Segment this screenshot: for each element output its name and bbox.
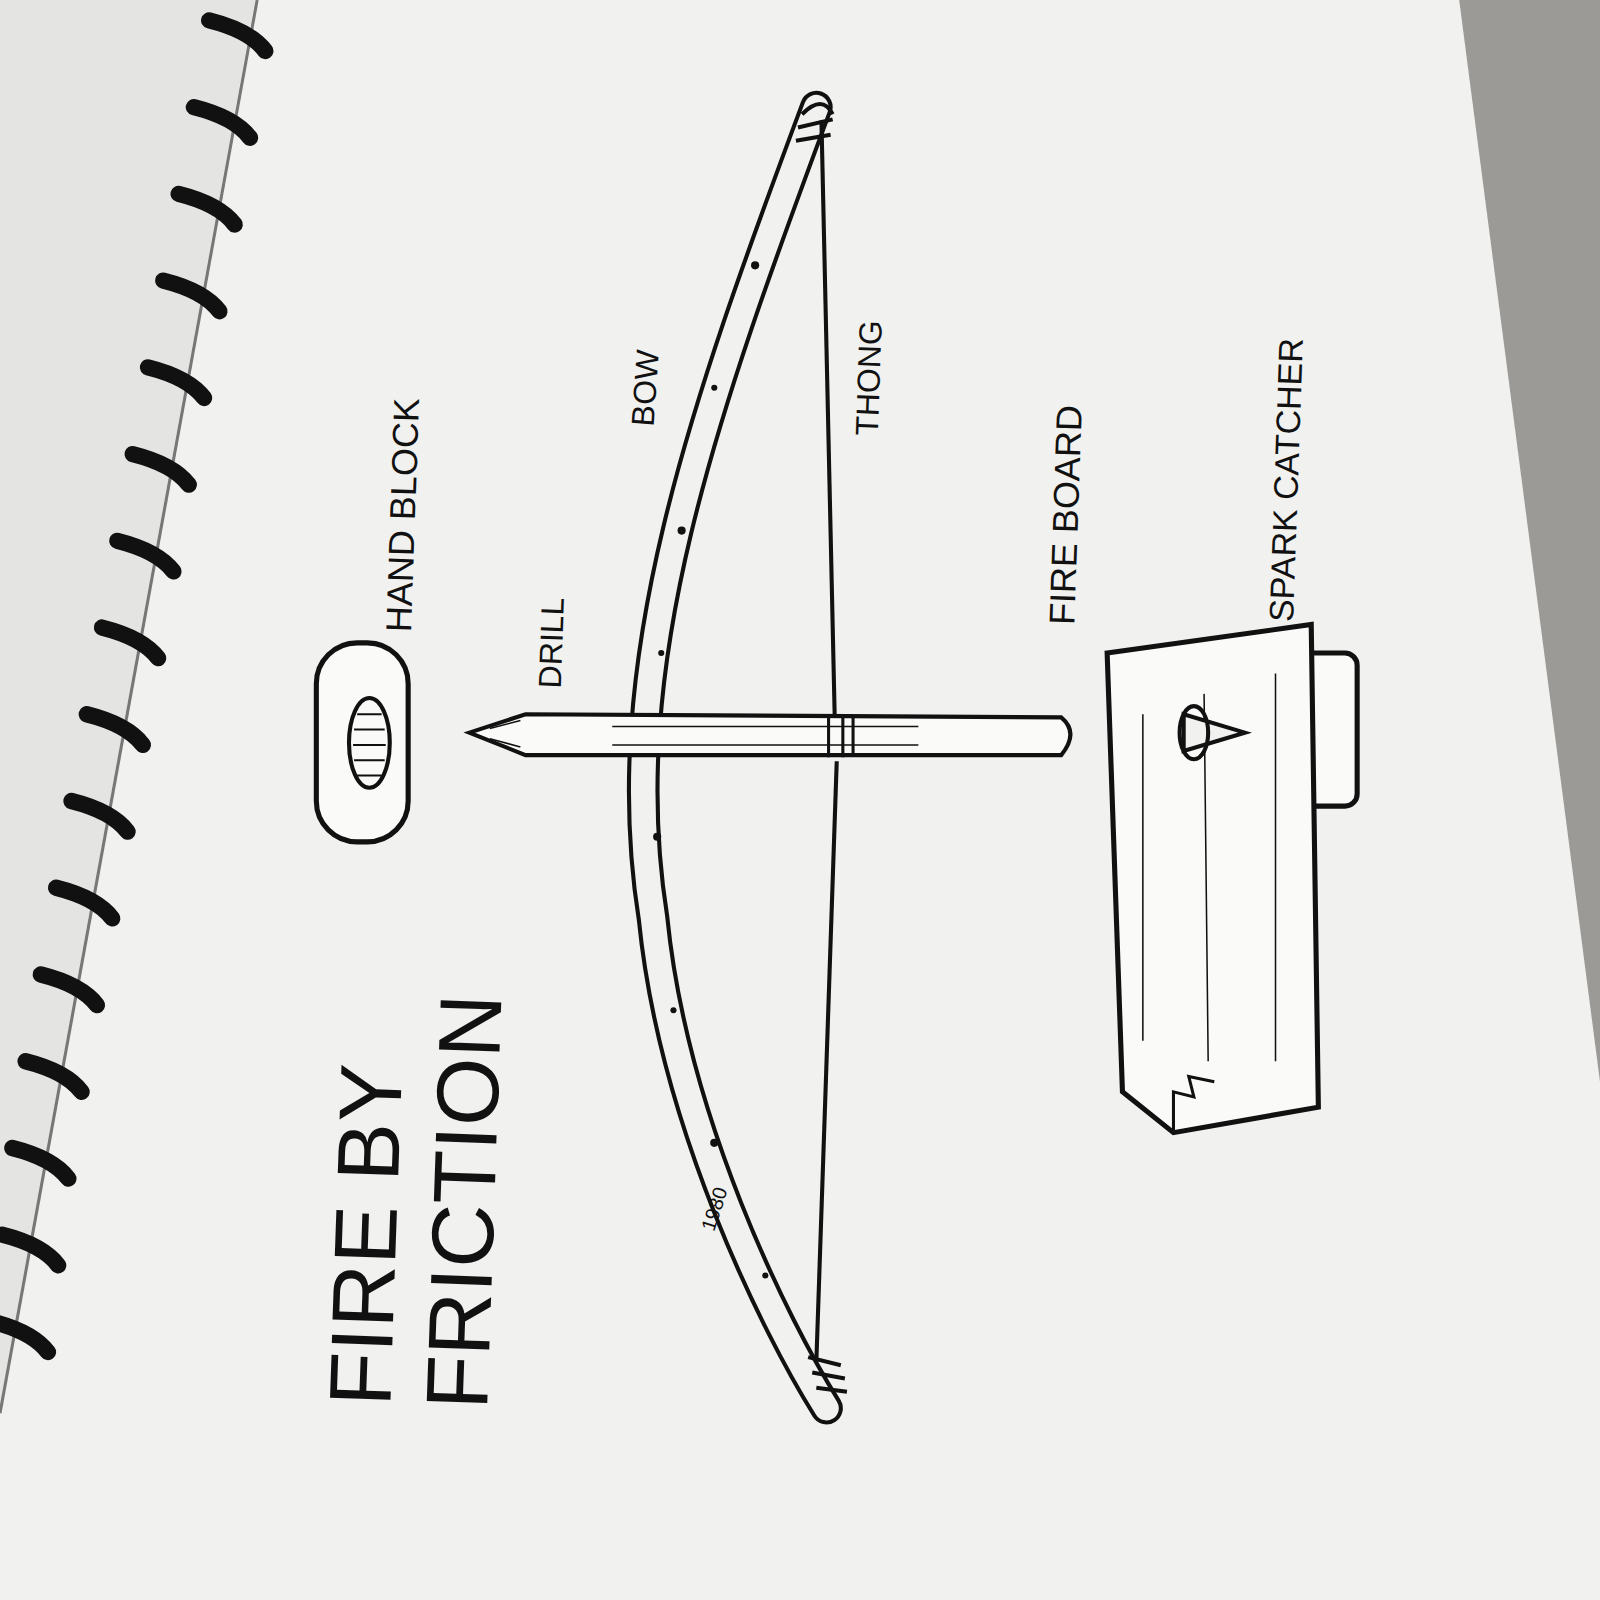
part-label: SPARK CATCHER [1264, 337, 1308, 622]
part-label: HAND BLOCK [381, 398, 425, 633]
diagram-title: FIRE BY FRICTION [313, 885, 525, 1411]
part-label: BOW [626, 349, 663, 427]
part-label: FIRE BOARD [1044, 405, 1088, 626]
part-label: THONG [851, 319, 887, 436]
part-label: DRILL [533, 597, 568, 689]
